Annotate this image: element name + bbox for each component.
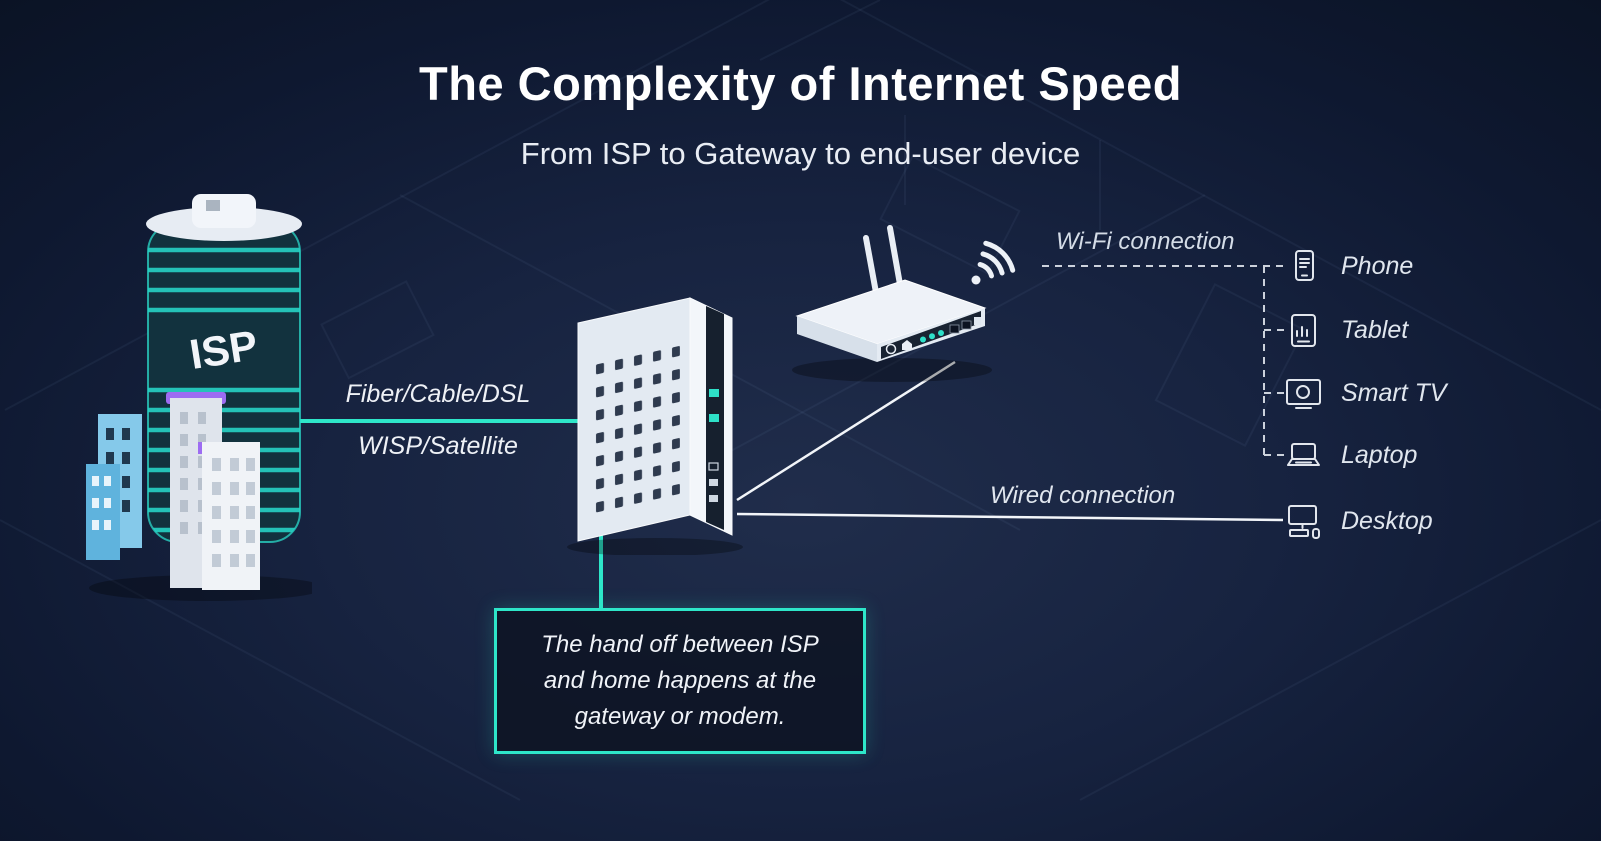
wired-line [736, 512, 1284, 522]
floorplan-wall-line [759, 0, 881, 61]
floorplan-wall-line [639, 194, 1206, 501]
device-label-smart-tv: Smart TV [1341, 378, 1447, 407]
floorplan-furniture [320, 280, 435, 380]
laptop-icon [1287, 443, 1320, 466]
router-antenna [887, 225, 904, 293]
floorplan-wall-line [1079, 519, 1601, 801]
device-label-phone: Phone [1341, 251, 1414, 280]
wired-connection-label: Wired connection [990, 482, 1176, 509]
smart-tv-icon [1286, 379, 1321, 409]
wifi-dashed-line [1042, 265, 1284, 456]
floorplan-wall-line [839, 0, 1601, 411]
gateway-modem-icon [567, 297, 743, 555]
device-row-tablet: Tablet [1283, 310, 1408, 350]
device-row-desktop: Desktop [1283, 501, 1433, 541]
device-row-smart-tv: Smart TV [1283, 373, 1447, 413]
floorplan-furniture [879, 155, 1021, 275]
device-label-tablet: Tablet [1341, 315, 1409, 344]
isp-link-label-2: WISP/Satellite [358, 432, 518, 460]
wifi-router-illustration [780, 210, 1010, 400]
device-row-laptop: Laptop [1283, 435, 1417, 475]
phone-icon [1295, 250, 1314, 281]
desktop-icon [1288, 505, 1320, 539]
floorplan-furniture [1154, 283, 1306, 447]
device-label-desktop: Desktop [1341, 506, 1433, 535]
router-antenna [863, 235, 880, 301]
home-icon [902, 340, 912, 350]
gateway-modem-illustration [560, 285, 750, 555]
floorplan-wall-line [0, 519, 521, 801]
wifi-connection-label: Wi-Fi connection [1056, 228, 1235, 255]
callout-box: The hand off between ISP and home happen… [494, 608, 866, 754]
device-row-phone: Phone [1283, 246, 1413, 286]
gateway-to-router-line [736, 360, 956, 502]
isp-link-label-1: Fiber/Cable/DSL [345, 380, 531, 408]
power-icon [885, 343, 897, 355]
page-subtitle: From ISP to Gateway to end-user device [520, 136, 1081, 171]
device-label-laptop: Laptop [1341, 440, 1418, 469]
floorplan-wall-line [4, 0, 770, 411]
isp-label: ISP [186, 321, 260, 378]
wifi-signal-icon [971, 240, 1016, 285]
isp-building-icon: ISP [86, 194, 312, 601]
callout-text: The hand off between ISP and home happen… [541, 631, 819, 730]
isp-building-illustration: ISP [82, 192, 312, 602]
tablet-icon [1291, 314, 1316, 347]
wifi-router-icon [792, 225, 992, 382]
page-title: The Complexity of Internet Speed [419, 57, 1182, 110]
